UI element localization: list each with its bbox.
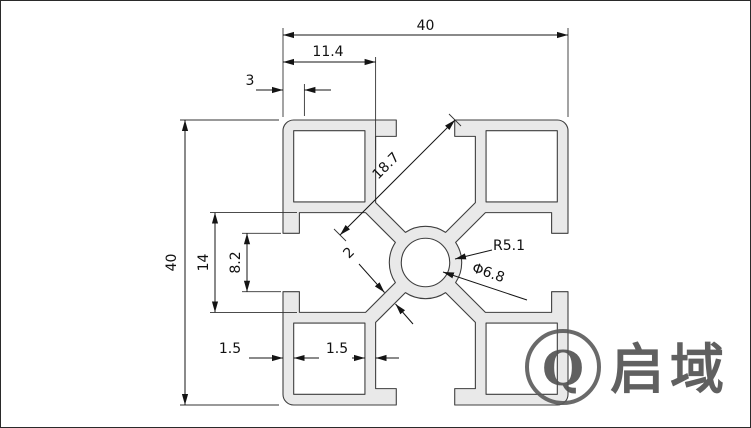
dim-overall-width: 40 [417, 18, 435, 34]
dim-hub-radius: R5.1 [493, 238, 525, 254]
dim-slot-opening: 8.2 [228, 251, 244, 273]
dim-overall-height: 40 [164, 254, 180, 272]
dim-rib-wall: 1.5 [326, 341, 348, 357]
profile-outline-path [283, 120, 568, 405]
watermark-brand-text: 启域 [610, 338, 730, 401]
dim-top-wall: 3 [246, 73, 255, 89]
watermark-ring-icon [525, 329, 601, 405]
dimension-lines [181, 31, 568, 405]
profile-cross-section [283, 120, 568, 405]
dim-edge-to-slot: 11.4 [312, 44, 343, 60]
dim-slot-inner-width: 14 [196, 254, 212, 272]
leader-lines [249, 86, 528, 362]
dim-corner-wall: 1.5 [219, 341, 241, 357]
dim-web-thickness: 2 [340, 244, 358, 262]
watermark-q-icon: Q [542, 341, 584, 397]
watermark: Q 启域 [525, 329, 730, 405]
